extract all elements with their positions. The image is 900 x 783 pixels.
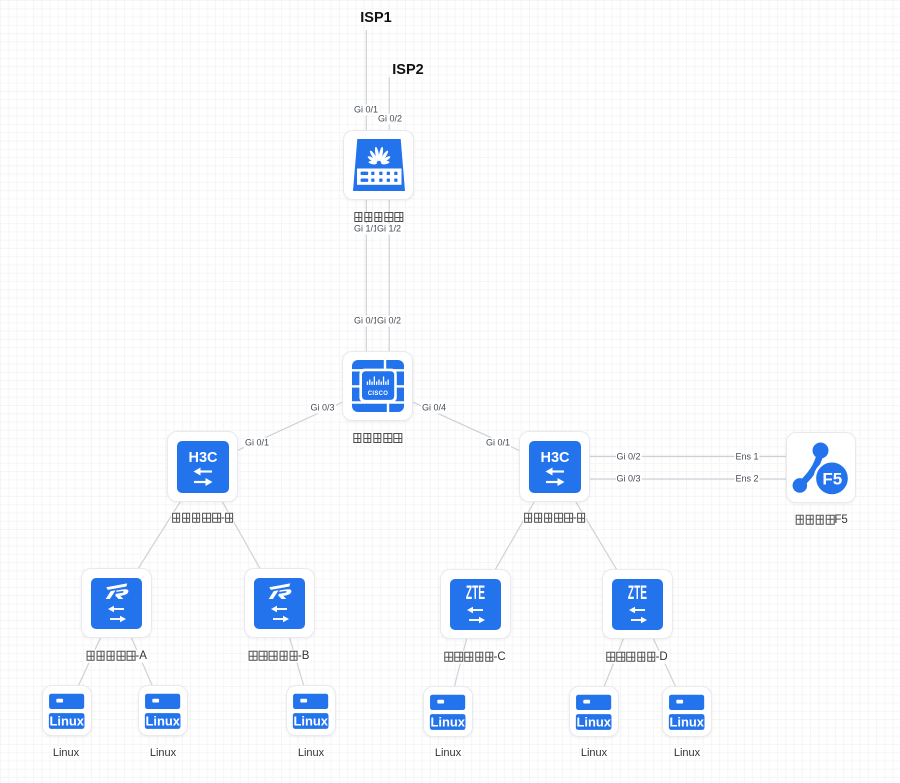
svg-text:H3C: H3C	[188, 450, 218, 466]
svg-text:Linux: Linux	[49, 714, 84, 729]
svg-text:Linux: Linux	[669, 715, 704, 730]
svg-text:ZTE: ZTE	[466, 582, 485, 603]
svg-text:Linux: Linux	[145, 714, 180, 729]
svg-text:H3C: H3C	[540, 450, 570, 466]
svg-text:ZTE: ZTE	[628, 582, 647, 603]
svg-text:Linux: Linux	[293, 714, 328, 729]
svg-text:F5: F5	[822, 470, 842, 489]
svg-text:Linux: Linux	[430, 715, 465, 730]
svg-text:CISCO: CISCO	[367, 391, 388, 397]
svg-text:Linux: Linux	[576, 715, 611, 730]
